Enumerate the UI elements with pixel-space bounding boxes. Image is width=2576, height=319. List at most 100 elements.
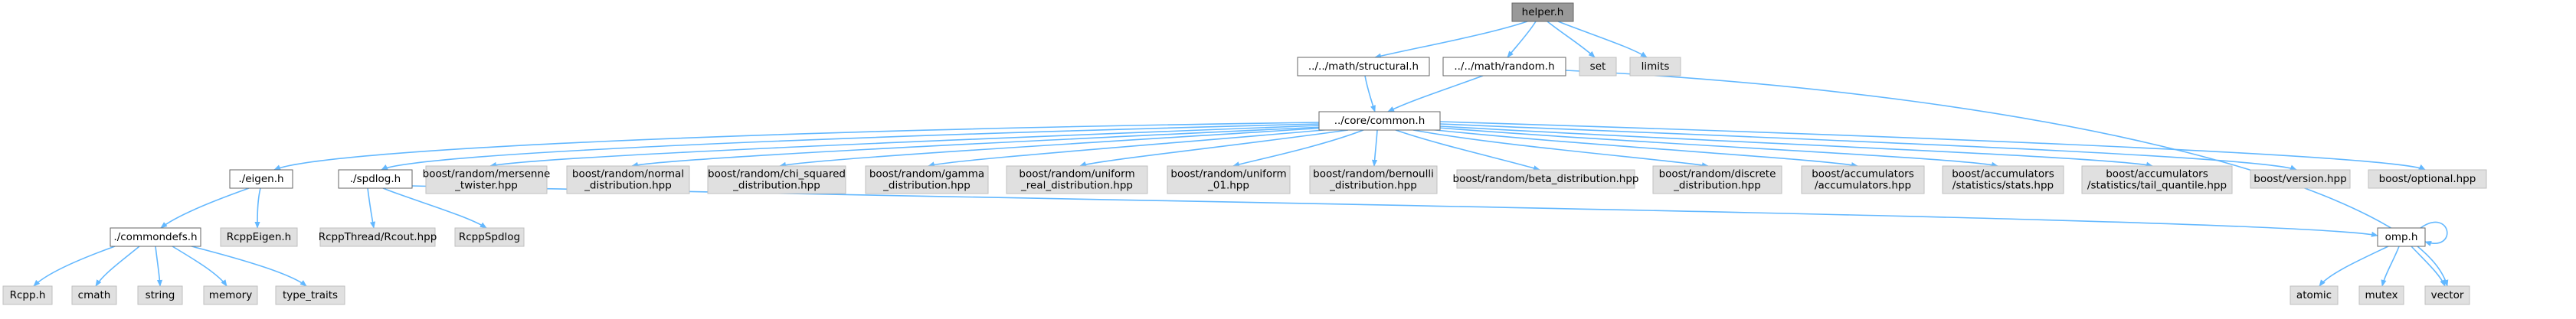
node-label-tailq-line-1: boost/accumulators <box>2106 168 2208 181</box>
node-helper[interactable]: helper.h <box>1511 2 1574 22</box>
node-string: string <box>137 285 183 305</box>
edge-common-to-mersenne <box>489 125 1321 168</box>
node-rcout: RcppThread/Rcout.hpp <box>319 227 437 247</box>
node-label-typetraits: type_traits <box>283 289 338 301</box>
node-version: boost/version.hpp <box>2250 169 2351 189</box>
node-bernoulli: boost/random/bernoulli_distribution.hpp <box>1309 165 1438 194</box>
edge-commondefs-to-typetraits <box>191 246 307 287</box>
node-label-discrete-line-2: _distribution.hpp <box>1673 180 1761 192</box>
edge-common-to-beta <box>1395 129 1540 171</box>
node-label-memory: memory <box>209 289 252 301</box>
node-mersenne: boost/random/mersenne_twister.hpp <box>423 165 551 194</box>
edge-common-to-eigen <box>273 122 1320 171</box>
node-rcppspdlog: RcppSpdlog <box>454 227 525 247</box>
node-box-bernoulli <box>1309 165 1438 194</box>
edge-commondefs-to-string <box>155 246 163 287</box>
node-beta: boost/random/beta_distribution.hpp <box>1453 169 1638 189</box>
node-label-stats-line-2: /statistics/stats.hpp <box>1952 180 2054 192</box>
node-label-discrete-line-1: boost/random/discrete <box>1659 168 1776 181</box>
node-box-uni01 <box>1167 165 1291 194</box>
edge-helper-to-random <box>1507 21 1537 58</box>
node-box-structural <box>1297 57 1430 76</box>
node-discrete: boost/random/discrete_distribution.hpp <box>1652 165 1782 194</box>
edge-eigen-to-rcppeigen <box>254 187 261 229</box>
node-acc: boost/accumulators/accumulators.hpp <box>1801 165 1925 194</box>
node-box-spdlog <box>338 169 413 189</box>
node-label-commondefs: ./commondefs.h <box>113 231 197 243</box>
edge-common-to-stats <box>1438 127 1998 168</box>
node-box-helper <box>1511 2 1574 22</box>
edge-omp-to-omp <box>2420 221 2448 246</box>
edge-spdlog-to-rcout <box>367 187 376 229</box>
node-commondefs[interactable]: ./commondefs.h <box>110 227 201 247</box>
node-box-rcout <box>319 227 436 247</box>
node-label-string: string <box>146 289 175 301</box>
node-gamma: boost/random/gamma_distribution.hpp <box>865 165 989 194</box>
node-box-acc <box>1801 165 1925 194</box>
node-box-gamma <box>865 165 989 194</box>
edge-common-to-spdlog <box>381 123 1320 171</box>
node-box-discrete <box>1652 165 1782 194</box>
edge-common-to-normal <box>631 126 1324 168</box>
node-box-cmath <box>71 285 117 305</box>
edge-common-to-unireal <box>1079 129 1349 167</box>
nodes-layer: helper.h ../../math/structural.h ../../mat… <box>2 2 2487 305</box>
node-label-mutex: mutex <box>2365 289 2398 301</box>
node-structural[interactable]: ../../math/structural.h <box>1297 57 1430 76</box>
node-label-spdlog: ./spdlog.h <box>350 173 401 185</box>
edge-commondefs-to-memory <box>172 246 227 287</box>
node-label-gamma-line-2: _distribution.hpp <box>882 180 971 192</box>
node-label-limits: limits <box>1642 60 1670 73</box>
node-rcpp: Rcpp.h <box>2 285 53 305</box>
node-label-omp: omp.h <box>2385 231 2418 243</box>
edge-commondefs-to-cmath <box>95 246 140 287</box>
edge-structural-to-common <box>1364 75 1376 112</box>
node-label-acc-line-1: boost/accumulators <box>1812 168 1914 181</box>
node-label-uni01-line-2: _01.hpp <box>1207 180 1249 192</box>
edge-common-to-acc <box>1428 129 1858 168</box>
node-box-memory <box>203 285 258 305</box>
node-box-random <box>1442 57 1566 76</box>
edges-layer <box>33 21 2449 287</box>
node-label-vector: vector <box>2431 289 2464 301</box>
node-box-beta <box>1456 169 1635 189</box>
edge-spdlog-to-rcppspdlog <box>382 187 487 229</box>
node-label-uni01-line-1: boost/random/uniform <box>1170 168 1286 181</box>
edge-omp-to-vector <box>2411 246 2446 287</box>
edge-common-to-discrete <box>1412 129 1709 168</box>
node-spdlog[interactable]: ./spdlog.h <box>338 169 413 189</box>
edge-common-to-chisq <box>779 127 1327 168</box>
node-label-common: ../core/common.h <box>1334 115 1425 127</box>
node-set: set <box>1579 57 1617 76</box>
node-box-normal <box>566 165 690 194</box>
edge-common-to-tailq <box>1439 125 2153 168</box>
edge-common-to-uni01 <box>1232 129 1364 168</box>
node-box-typetraits <box>275 285 345 305</box>
node-box-atomic <box>2290 285 2339 305</box>
node-box-version <box>2250 169 2351 189</box>
node-uni01: boost/random/uniform_01.hpp <box>1167 165 1291 194</box>
node-box-eigen <box>229 169 293 189</box>
node-random[interactable]: ../../math/random.h <box>1442 57 1566 76</box>
node-label-acc-line-2: /accumulators.hpp <box>1815 180 1911 192</box>
edge-common-to-version <box>1439 123 2297 171</box>
node-box-rcppspdlog <box>454 227 525 247</box>
node-label-atomic: atomic <box>2296 289 2332 301</box>
node-label-rcout: RcppThread/Rcout.hpp <box>319 231 437 243</box>
node-label-bernoulli-line-2: _distribution.hpp <box>1329 180 1417 192</box>
node-label-tailq-line-2: /statistics/tail_quantile.hpp <box>2087 180 2227 192</box>
node-label-mersenne-line-1: boost/random/mersenne <box>423 168 551 181</box>
node-label-rcpp: Rcpp.h <box>10 289 46 301</box>
node-omp[interactable]: omp.h <box>2377 227 2426 247</box>
node-box-vector <box>2424 285 2470 305</box>
node-memory: memory <box>203 285 258 305</box>
node-box-stats <box>1942 165 2064 194</box>
edge-helper-to-limits <box>1557 21 1648 58</box>
node-eigen[interactable]: ./eigen.h <box>229 169 293 189</box>
node-box-rcpp <box>2 285 53 305</box>
node-box-mutex <box>2358 285 2404 305</box>
node-common[interactable]: ../core/common.h <box>1318 111 1441 131</box>
node-label-version: boost/version.hpp <box>2254 173 2346 185</box>
node-atomic: atomic <box>2290 285 2339 305</box>
